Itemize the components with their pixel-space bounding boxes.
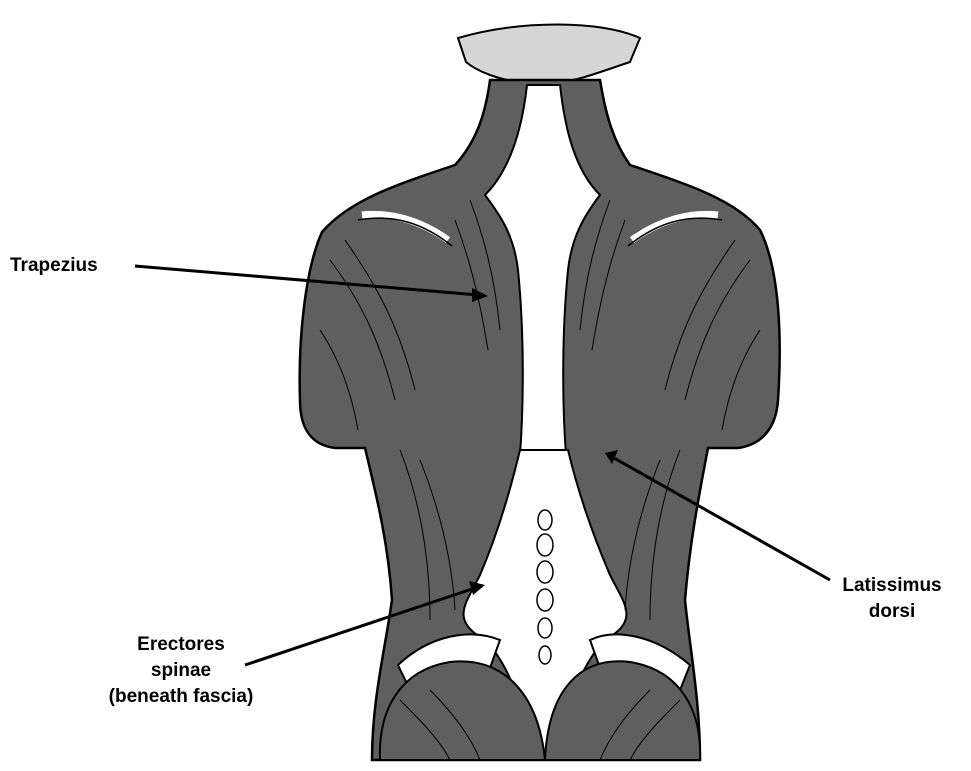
erectores-label-line3: (beneath fascia) (76, 684, 286, 710)
erectores-label-line2: spinae (76, 658, 286, 684)
erectores-spinae-label: Erectores spinae (beneath fascia) (76, 632, 286, 710)
erectores-label-line1: Erectores (76, 632, 286, 658)
latissimus-dorsi-label: Latissimus dorsi (822, 573, 962, 625)
trapezius-label-text: Trapezius (10, 253, 98, 279)
latissimus-label-line2: dorsi (822, 599, 962, 625)
latissimus-label-line1: Latissimus (822, 573, 962, 599)
neck-collar (458, 25, 640, 83)
trapezius-label: Trapezius (10, 253, 98, 279)
